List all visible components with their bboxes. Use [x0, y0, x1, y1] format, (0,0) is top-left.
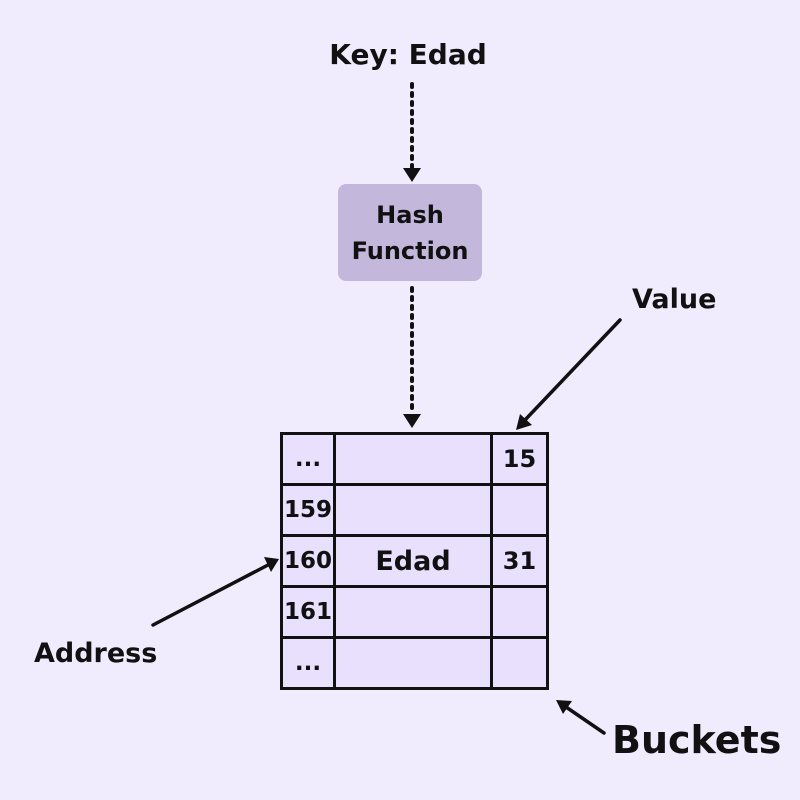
address-pointer-line — [151, 563, 270, 627]
key-label: Key: Edad — [329, 38, 487, 71]
bucket-address-cell: ... — [280, 432, 336, 486]
value-pointer-line — [523, 318, 622, 422]
hash-function-line-2: Function — [351, 236, 469, 265]
address-pointer-arrowhead — [264, 557, 279, 572]
bucket-key-cell — [333, 636, 493, 690]
address-label: Address — [34, 638, 158, 669]
bucket-address-cell: ... — [280, 636, 336, 690]
bucket-key-cell — [333, 585, 493, 639]
bucket-key-cell — [333, 432, 493, 486]
key-to-hash-arrowhead — [403, 168, 421, 182]
bucket-value-cell — [490, 585, 549, 639]
bucket-row: 161 — [280, 585, 549, 639]
bucket-key-cell: Edad — [333, 534, 493, 588]
bucket-row: 160 Edad 31 — [280, 534, 549, 588]
bucket-value-cell: 31 — [490, 534, 549, 588]
bucket-value-cell — [490, 636, 549, 690]
bucket-value-cell — [490, 483, 549, 537]
buckets-pointer-line — [564, 705, 606, 735]
bucket-address-cell: 161 — [280, 585, 336, 639]
buckets-table: ... 15 159 160 Edad 31 161 ... — [280, 432, 549, 690]
buckets-pointer-arrowhead — [556, 700, 572, 714]
bucket-row: 159 — [280, 483, 549, 537]
buckets-label: Buckets — [612, 718, 782, 762]
value-pointer-arrowhead — [516, 414, 532, 430]
hash-function-line-1: Hash — [376, 200, 444, 229]
value-label: Value — [632, 284, 717, 315]
bucket-address-cell: 159 — [280, 483, 336, 537]
hash-to-bucket-arrowhead — [403, 414, 421, 428]
bucket-address-cell: 160 — [280, 534, 336, 588]
bucket-value-cell: 15 — [490, 432, 549, 486]
hash-function-box: Hash Function — [338, 184, 482, 281]
bucket-row: ... 15 — [280, 432, 549, 486]
bucket-row: ... — [280, 636, 549, 690]
bucket-key-cell — [333, 483, 493, 537]
